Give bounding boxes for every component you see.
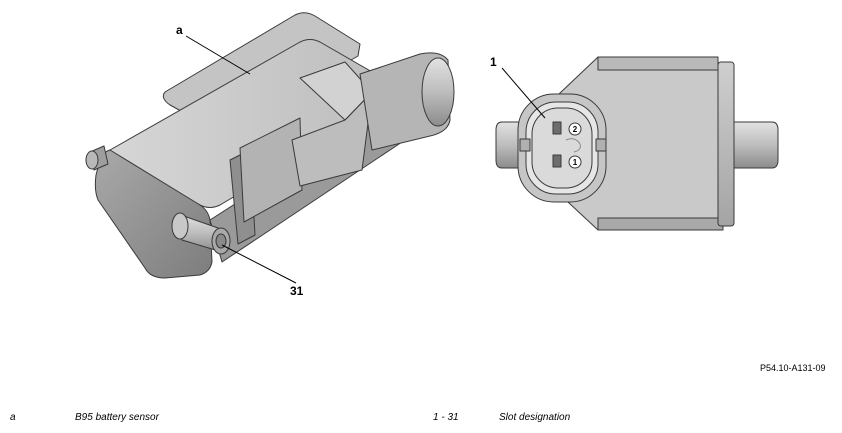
callout-1: 1	[490, 55, 497, 69]
legend-key-a: a	[10, 412, 16, 423]
legend-text-slots: Slot designation	[499, 412, 571, 423]
pin-label-2: 2	[573, 125, 578, 134]
legend-text-a: B95 battery sensor	[75, 412, 159, 423]
leader-31	[221, 244, 297, 284]
pin-label-1: 1	[573, 158, 578, 167]
leader-1	[501, 67, 546, 119]
leader-a	[185, 35, 251, 75]
figure-reference: P54.10-A131-09	[760, 363, 826, 373]
legend-key-slots: 1 - 31	[433, 412, 459, 423]
callout-a: a	[176, 23, 183, 37]
sensor-isometric-view	[85, 12, 455, 279]
sensor-front-view	[495, 56, 779, 231]
callout-31: 31	[290, 284, 304, 298]
